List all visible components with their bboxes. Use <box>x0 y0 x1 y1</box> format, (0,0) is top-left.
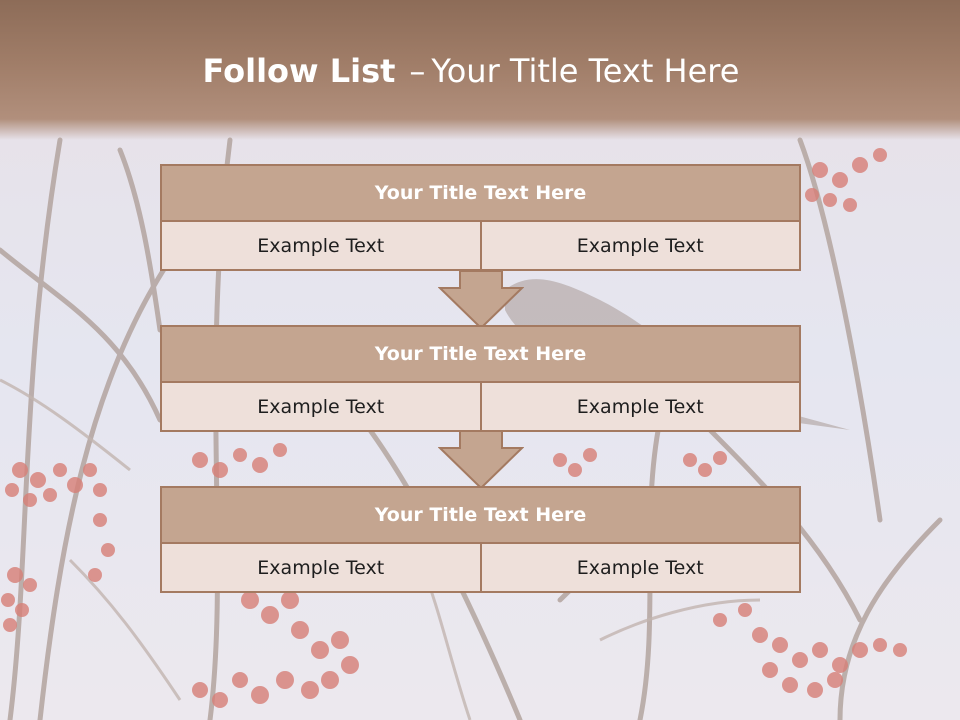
step-box-3: Your Title Text Here Example Text Exampl… <box>160 486 801 593</box>
slide-title-bold: Follow List <box>202 52 396 90</box>
step-box-cell-right: Example Text <box>479 383 799 430</box>
step-box-cell-right: Example Text <box>479 222 799 269</box>
slide-title-separator: – <box>409 52 426 90</box>
title-bar <box>0 0 960 140</box>
step-box-title: Your Title Text Here <box>162 327 799 383</box>
step-box-title: Your Title Text Here <box>162 488 799 544</box>
step-box-title: Your Title Text Here <box>162 166 799 222</box>
slide-title: Follow List–Your Title Text Here <box>0 52 942 90</box>
step-box-row: Example Text Example Text <box>162 544 799 591</box>
step-box-2: Your Title Text Here Example Text Exampl… <box>160 325 801 432</box>
step-box-cell-right: Example Text <box>479 544 799 591</box>
slide-title-rest: Your Title Text Here <box>431 52 740 90</box>
step-box-cell-left: Example Text <box>162 222 480 269</box>
down-arrow-icon <box>438 430 524 490</box>
step-box-cell-left: Example Text <box>162 383 480 430</box>
step-box-cell-left: Example Text <box>162 544 480 591</box>
step-box-row: Example Text Example Text <box>162 383 799 430</box>
step-box-row: Example Text Example Text <box>162 222 799 269</box>
down-arrow-icon <box>438 270 524 330</box>
step-box-1: Your Title Text Here Example Text Exampl… <box>160 164 801 271</box>
